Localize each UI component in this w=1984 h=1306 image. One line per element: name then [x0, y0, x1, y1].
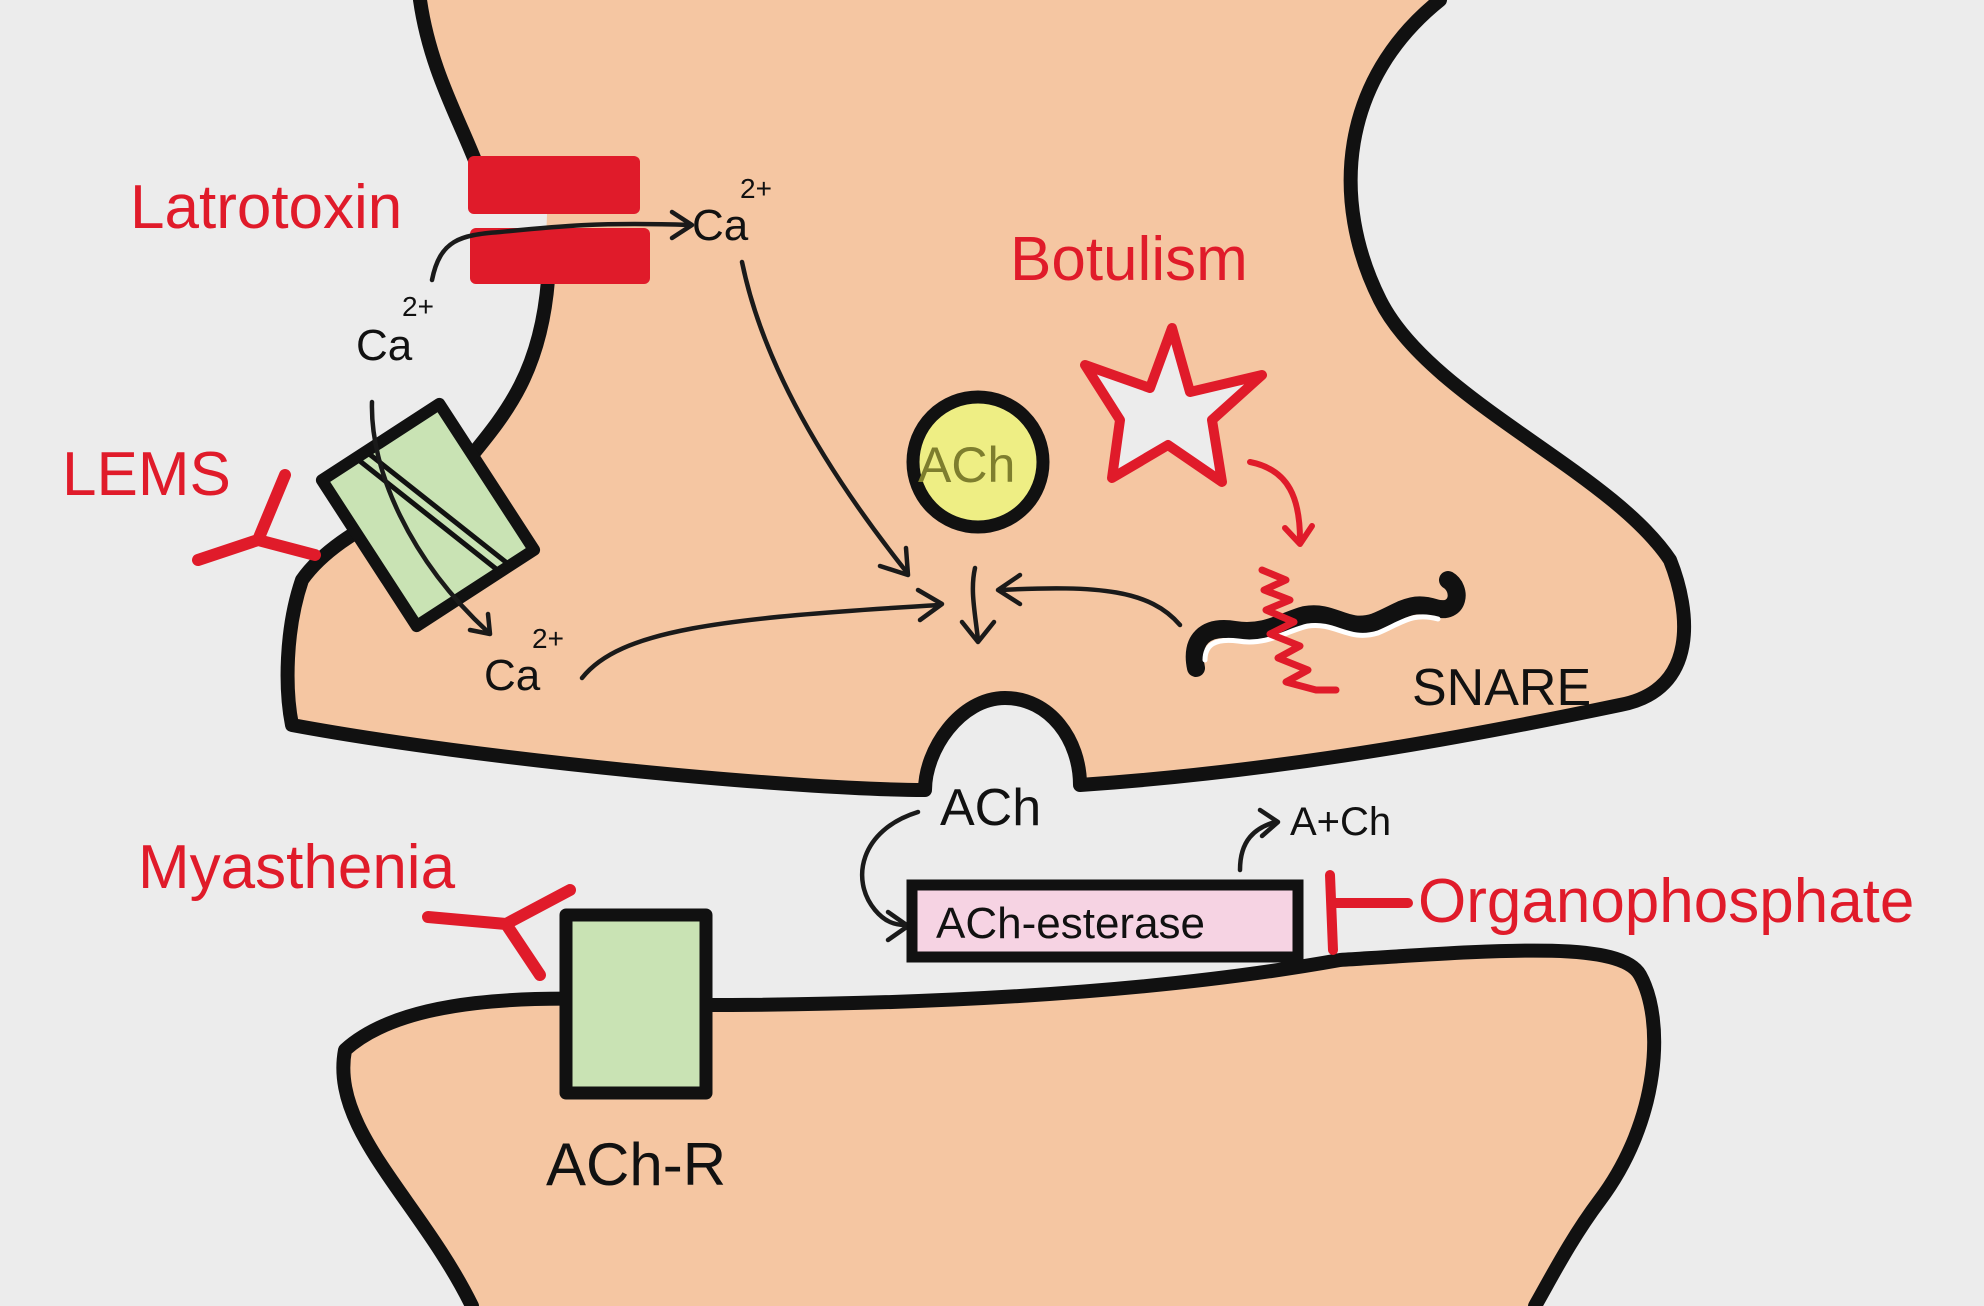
ach-products-label: A+Ch — [1290, 800, 1391, 844]
myasthenia-antibody-icon — [422, 884, 576, 981]
release-down-arrow — [970, 565, 981, 643]
esterase-to-products-arrow — [1237, 819, 1278, 873]
ca-to-release-arrow-2-head — [915, 587, 945, 623]
ach-esterase-label: ACh-esterase — [936, 899, 1205, 948]
snare-label: SNARE — [1412, 659, 1591, 717]
snare-to-release-arrowhead — [995, 572, 1023, 607]
ca-latrotoxin-arrow — [429, 221, 693, 283]
ach-receptor — [559, 908, 713, 1100]
ach-esterase-enzyme — [906, 879, 1304, 963]
snare-to-release-arrow — [997, 586, 1183, 628]
ach-to-esterase-arrow — [859, 809, 921, 928]
botulism-label: Botulism — [1010, 225, 1248, 294]
latrotoxin-channel-bottom — [470, 228, 650, 284]
ach-vesicle-label: ACh — [918, 437, 1015, 493]
lems-ca-arrow — [369, 399, 491, 635]
ca-ion-label-3: Ca — [484, 651, 541, 700]
calcium-channel — [315, 397, 541, 633]
ca-ion-charge-1: 2+ — [740, 173, 772, 204]
lems-label: LEMS — [62, 440, 231, 509]
ca-ion-label-2: Ca — [356, 321, 413, 370]
organophosphate-label: Organophosphate — [1418, 867, 1914, 936]
ca-ion-label-1: Ca — [692, 201, 749, 250]
postsynaptic-membrane — [336, 943, 1662, 1306]
ca-to-release-arrow-2 — [579, 602, 943, 681]
organophosphate-inhibitor — [1325, 870, 1413, 955]
botulism-star-icon — [1080, 323, 1267, 487]
snare-cleavage-squiggle — [1258, 566, 1340, 694]
ca-latrotoxin-arrowhead — [669, 209, 695, 241]
botulism-arrow — [1247, 459, 1303, 543]
latrotoxin-channel-top — [468, 156, 640, 214]
ca-ion-charge-3: 2+ — [532, 623, 564, 654]
botulism-arrowhead — [1282, 523, 1315, 547]
lems-antibody-icon — [192, 469, 321, 566]
snare-complex — [1185, 571, 1466, 677]
ach-vesicle — [906, 390, 1050, 534]
latrotoxin-label: Latrotoxin — [130, 173, 402, 242]
esterase-to-products-arrowhead — [1257, 807, 1281, 839]
ca-to-release-arrow-1 — [739, 259, 908, 573]
snare-highlight — [1202, 614, 1441, 663]
presynaptic-membrane — [280, 0, 1692, 797]
release-down-arrowhead — [959, 619, 997, 645]
ca-to-release-arrow-1-head — [877, 545, 911, 578]
lems-ca-arrowhead — [467, 611, 493, 637]
ach-cleft-label: ACh — [940, 779, 1041, 837]
ach-receptor-label: ACh-R — [546, 1131, 726, 1198]
myasthenia-label: Myasthenia — [138, 833, 456, 902]
ca-ion-charge-2: 2+ — [402, 291, 434, 322]
